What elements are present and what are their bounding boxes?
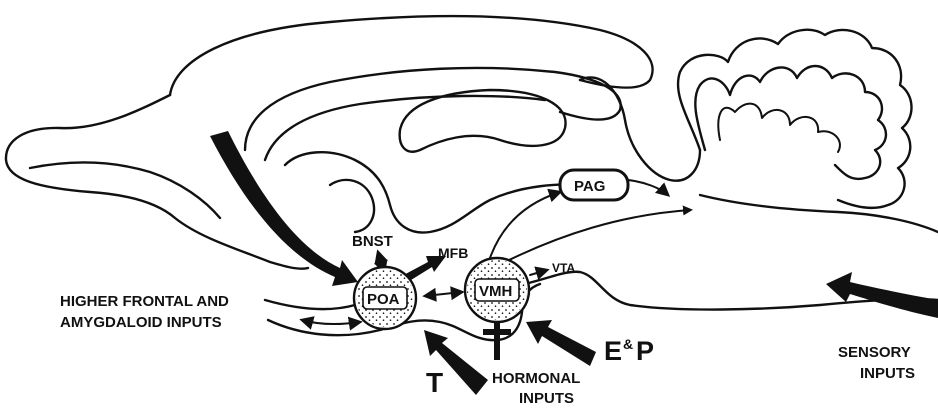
frontal-lobe-outline: [6, 95, 308, 269]
thalamus-outline: [330, 180, 374, 232]
tectum-outline: [580, 77, 700, 180]
cerebellum-inner-folia: [718, 104, 840, 152]
label-bnst: BNST: [352, 233, 393, 250]
brainstem-dorsal: [700, 195, 938, 232]
frontal-poa-arrow: [302, 320, 360, 324]
label-sensory-line1: SENSORY: [838, 344, 911, 361]
label-sensory-line2: INPUTS: [860, 365, 915, 382]
label-higher-line2: AMYGDALOID INPUTS: [60, 314, 222, 331]
label-vta: VTA: [552, 261, 575, 275]
estrogen-progesterone-arrow: [526, 320, 596, 366]
label-poa: POA: [367, 291, 400, 308]
label-p: P: [636, 336, 654, 366]
optic-chiasm: [265, 300, 355, 309]
label-e: E: [604, 336, 622, 366]
olfactory-inner-outline: [30, 162, 220, 218]
poa-vmh-arrow: [425, 292, 462, 296]
vmh-brainstem-arrow: [505, 210, 690, 262]
vmh-nucleus: [465, 258, 529, 360]
pag-brainstem-arrow: [628, 180, 668, 195]
label-amp: &: [623, 336, 633, 352]
cerebellum-outline: [678, 30, 912, 208]
cortex-arch: [170, 16, 653, 95]
vmh-vta-arrow: [530, 270, 547, 275]
label-pag: PAG: [574, 178, 605, 195]
sensory-input-arrow: [826, 272, 938, 318]
label-higher-line1: HIGHER FRONTAL AND: [60, 293, 229, 310]
label-hormonal-line1: HORMONAL: [492, 370, 580, 387]
label-mfb: MFB: [438, 245, 468, 261]
label-hormonal-line2: INPUTS: [519, 390, 574, 407]
vmh-pag-arrow: [490, 192, 560, 258]
corpus-callosum: [245, 68, 621, 150]
fornix-outline: [285, 152, 590, 232]
label-t: T: [426, 367, 443, 398]
label-vmh: VMH: [479, 283, 512, 300]
labels: BNST MFB VTA PAG POA VMH HIGHER FRONTAL …: [60, 178, 915, 407]
